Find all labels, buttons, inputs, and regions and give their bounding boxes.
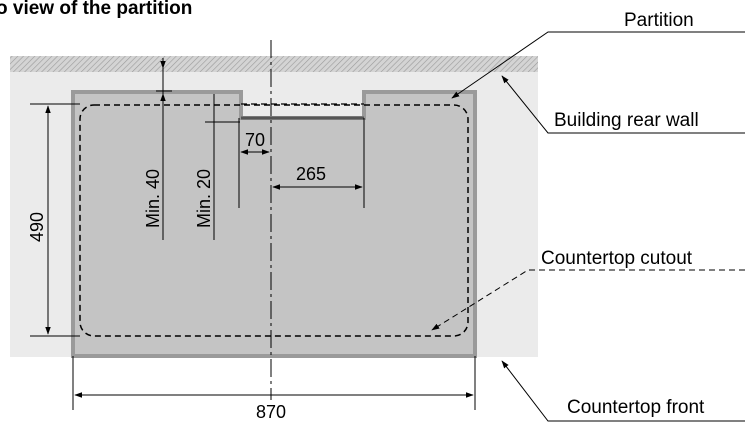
dim-70-label: 70 (245, 130, 265, 150)
dim-265-label: 265 (296, 164, 326, 184)
rear-wall-band (10, 56, 538, 72)
dim-min20-label: Min. 20 (194, 169, 214, 228)
dim-490-label: 490 (27, 212, 47, 242)
dim-870-label: 870 (256, 402, 286, 422)
label-partition: Partition (624, 10, 694, 31)
callout-cutout-line (431, 269, 745, 331)
partition-shape (71, 90, 477, 358)
cutout-outline (79, 104, 469, 337)
callout-front-line (501, 360, 745, 422)
label-cutout: Countertop cutout (541, 248, 693, 269)
label-front: Countertop front (567, 397, 705, 418)
callout-rear-wall-line (501, 75, 745, 134)
dim-min40-label: Min. 40 (143, 169, 163, 228)
callout-partition-line (451, 31, 745, 99)
label-rear-wall: Building rear wall (554, 110, 699, 131)
diagram-title: o view of the partition (0, 0, 192, 19)
